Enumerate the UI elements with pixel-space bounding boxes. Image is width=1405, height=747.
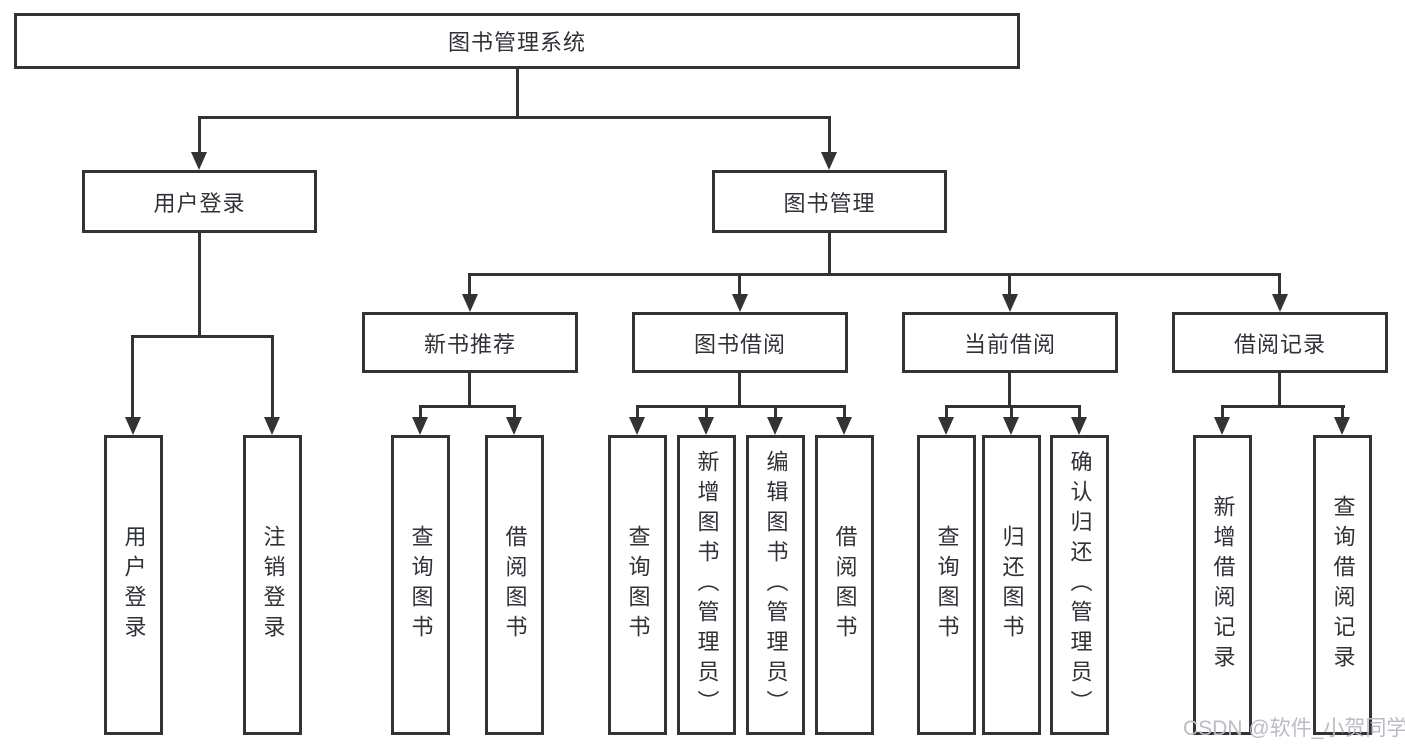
arrow-down-icon xyxy=(1214,417,1230,435)
leaf-add-book-admin: 新增图书（管理员） xyxy=(677,435,736,735)
leaf-confirm-return-admin-label: 确认归还（管理员） xyxy=(1067,450,1093,720)
arrow-down-icon xyxy=(264,417,280,435)
connector-drop-book-management xyxy=(828,116,831,152)
leaf-query-books-recommend-label: 查询图书 xyxy=(408,525,434,645)
connector-drop xyxy=(843,405,846,417)
leaf-add-borrow-record: 新增借阅记录 xyxy=(1193,435,1252,735)
leaf-edit-book-admin-label: 编辑图书（管理员） xyxy=(763,450,789,720)
connector-borrow-records-rail xyxy=(1221,405,1345,408)
leaf-return-book-label: 归还图书 xyxy=(999,525,1025,645)
leaf-user-login-label: 用户登录 xyxy=(121,525,147,645)
connector-drop xyxy=(1010,405,1013,417)
connector-level2-rail xyxy=(198,116,831,119)
node-user-login: 用户登录 xyxy=(82,170,317,233)
node-book-management: 图书管理 xyxy=(712,170,947,233)
arrow-down-icon xyxy=(506,417,522,435)
connector-drop xyxy=(1341,405,1344,417)
connector-drop xyxy=(705,405,708,417)
leaf-logout-label: 注销登录 xyxy=(260,525,286,645)
connector-current-borrow-rail xyxy=(945,405,1081,408)
leaf-query-books-current-label: 查询图书 xyxy=(934,525,960,645)
connector-root-stem xyxy=(516,68,519,118)
leaf-query-books-current: 查询图书 xyxy=(917,435,976,735)
leaf-query-books-borrow-label: 查询图书 xyxy=(625,525,651,645)
leaf-borrow-books-recommend-label: 借阅图书 xyxy=(502,525,528,645)
connector-drop xyxy=(1078,405,1081,417)
arrow-down-icon xyxy=(462,294,478,312)
leaf-borrow-books-label: 借阅图书 xyxy=(832,525,858,645)
arrow-down-icon xyxy=(767,417,783,435)
connector-drop xyxy=(636,405,639,417)
leaf-return-book: 归还图书 xyxy=(982,435,1041,735)
connector-drop xyxy=(1221,405,1224,417)
connector-drop-borrow-records xyxy=(1278,273,1281,294)
arrow-down-icon xyxy=(191,152,207,170)
connector-drop xyxy=(774,405,777,417)
leaf-query-borrow-record: 查询借阅记录 xyxy=(1313,435,1372,735)
leaf-user-login: 用户登录 xyxy=(104,435,163,735)
node-root: 图书管理系统 xyxy=(14,13,1020,69)
leaf-logout: 注销登录 xyxy=(243,435,302,735)
arrow-down-icon xyxy=(836,417,852,435)
node-user-login-label: 用户登录 xyxy=(153,190,246,216)
connector-drop xyxy=(513,405,516,417)
leaf-add-book-admin-label: 新增图书（管理员） xyxy=(694,450,720,720)
connector-book-borrow-rail xyxy=(636,405,846,408)
connector-drop xyxy=(419,405,422,417)
leaf-query-books-recommend: 查询图书 xyxy=(391,435,450,735)
node-current-borrow-label: 当前借阅 xyxy=(963,331,1056,357)
arrow-down-icon xyxy=(412,417,428,435)
connector-borrow-records-stem xyxy=(1278,373,1281,408)
node-new-book-recommend-label: 新书推荐 xyxy=(423,331,516,357)
connector-drop-leaf-logout xyxy=(271,335,274,417)
connector-new-book-rail xyxy=(419,405,516,408)
leaf-edit-book-admin: 编辑图书（管理员） xyxy=(746,435,805,735)
connector-current-borrow-stem xyxy=(1008,373,1011,408)
node-root-label: 图书管理系统 xyxy=(447,30,586,55)
node-book-borrow-label: 图书借阅 xyxy=(693,331,786,357)
node-book-borrow: 图书借阅 xyxy=(632,312,848,373)
connector-book-borrow-stem xyxy=(738,373,741,408)
connector-level3-rail xyxy=(468,273,1281,276)
leaf-query-books-borrow: 查询图书 xyxy=(608,435,667,735)
connector-book-management-stem xyxy=(828,233,831,276)
arrow-down-icon xyxy=(629,417,645,435)
leaf-confirm-return-admin: 确认归还（管理员） xyxy=(1050,435,1109,735)
connector-new-book-stem xyxy=(468,373,471,408)
connector-drop-book-borrow xyxy=(738,273,741,294)
connector-drop xyxy=(945,405,948,417)
arrow-down-icon xyxy=(1272,294,1288,312)
node-current-borrow: 当前借阅 xyxy=(902,312,1118,373)
arrow-down-icon xyxy=(938,417,954,435)
csdn-watermark: CSDN @软件_小贺同学 xyxy=(1183,717,1405,740)
arrow-down-icon xyxy=(821,152,837,170)
leaf-borrow-books-recommend: 借阅图书 xyxy=(485,435,544,735)
arrow-down-icon xyxy=(698,417,714,435)
arrow-down-icon xyxy=(1071,417,1087,435)
connector-drop-current-borrow xyxy=(1008,273,1011,294)
connector-drop-leaf-user-login xyxy=(131,335,134,417)
arrow-down-icon xyxy=(1002,294,1018,312)
connector-user-login-stem xyxy=(198,233,201,338)
arrow-down-icon xyxy=(1334,417,1350,435)
arrow-down-icon xyxy=(732,294,748,312)
node-new-book-recommend: 新书推荐 xyxy=(362,312,578,373)
connector-drop-new-book xyxy=(468,273,471,294)
node-book-management-label: 图书管理 xyxy=(783,190,876,216)
leaf-borrow-books: 借阅图书 xyxy=(815,435,874,735)
node-borrow-records: 借阅记录 xyxy=(1172,312,1388,373)
arrow-down-icon xyxy=(1003,417,1019,435)
leaf-query-borrow-record-label: 查询借阅记录 xyxy=(1330,495,1356,675)
connector-drop-user-login xyxy=(198,116,201,152)
node-borrow-records-label: 借阅记录 xyxy=(1233,331,1326,357)
arrow-down-icon xyxy=(125,417,141,435)
leaf-add-borrow-record-label: 新增借阅记录 xyxy=(1210,495,1236,675)
connector-user-login-rail xyxy=(131,335,274,338)
